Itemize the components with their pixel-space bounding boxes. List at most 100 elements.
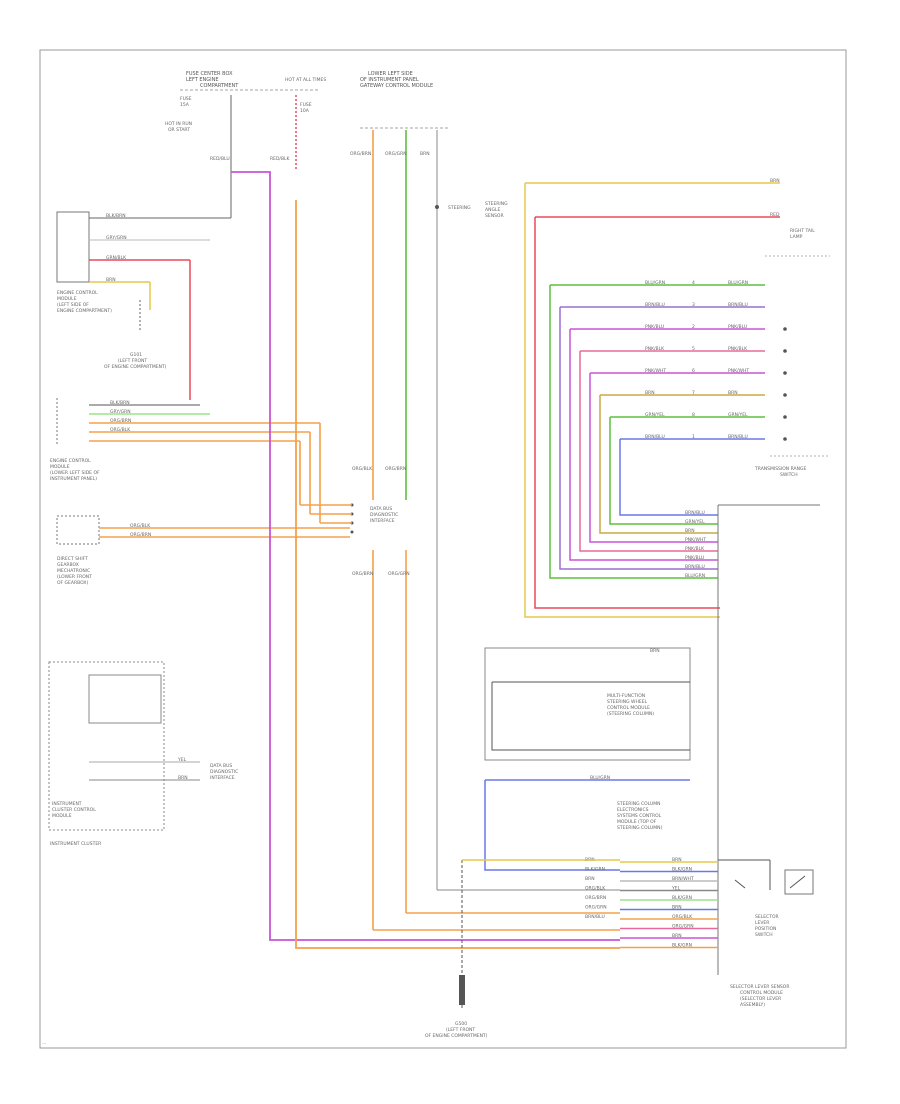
footer-code: ... <box>42 1041 46 1046</box>
fuse-label-2: FUSE <box>300 102 312 108</box>
or-start: OR START <box>168 127 190 133</box>
tail-wire-yellow-v <box>524 183 720 618</box>
trs-wire-label: BRN <box>645 390 655 396</box>
trs-wire-label-r: BLU/GRN <box>728 280 748 286</box>
gateway-title-1: LOWER LEFT SIDE <box>368 71 413 77</box>
sel-conn-label-l: ORG/GRN <box>585 905 607 911</box>
sel-sw-3: POSITION <box>755 926 776 932</box>
selector-sensor-wires: BRNBRNBLK/GRNBLK/GRNBRN/WHTBRNYELORG/BLK… <box>585 857 718 949</box>
db-name-2: DIAGNOSTIC <box>370 512 398 518</box>
db-name-3: INTERFACE <box>370 518 395 524</box>
trs-conn-label: GRN/YEL <box>685 519 705 525</box>
gw-label-1: ORG/BRN <box>350 151 371 157</box>
trs-wire-label-r: PNK/BLK <box>728 346 748 352</box>
ic-lbl-2: BRN <box>178 775 188 781</box>
sel-conn-label: BRN <box>672 933 682 939</box>
gateway-title-2: OF INSTRUMENT PANEL <box>360 77 419 83</box>
g101-2: (LEFT FRONT <box>118 358 147 364</box>
steering-wheel-module: MULTI-FUNCTION STEERING WHEEL CONTROL MO… <box>484 504 820 975</box>
trs-wire-v <box>579 351 718 552</box>
ic-db-1: DATA BUS <box>210 763 232 769</box>
sel-conn-label-l: BRN <box>585 876 595 882</box>
trs-conn-label: BRN/BLU <box>685 564 705 570</box>
sel-sn-2: CONTROL MODULE <box>740 990 783 996</box>
sel-conn-label-l: ORG/BLK <box>585 886 606 892</box>
steering-angle-1: STEERING <box>485 201 508 207</box>
sel-conn-label: BLK/GRN <box>672 943 692 949</box>
bus-orange <box>295 200 620 949</box>
trs-pin: 8 <box>692 412 695 418</box>
gateway-module-top: LOWER LEFT SIDE OF INSTRUMENT PANEL GATE… <box>350 71 508 890</box>
mfsw-outer <box>484 647 691 761</box>
scm-lbl: BLU/GRN <box>590 775 610 781</box>
ic-name-2: CLUSTER CONTROL <box>52 807 96 813</box>
trs-pin: 1 <box>692 434 695 440</box>
gnd-block <box>459 975 465 1005</box>
trs-pin: 4 <box>692 280 695 286</box>
ecm-m-name-2: MODULE <box>50 464 70 470</box>
trs-wire-label-r: PNK/WHT <box>728 368 749 374</box>
fuse-box-top: FUSE CENTER BOX LEFT ENGINE COMPARTMENT … <box>165 71 326 170</box>
mfsw-name-1: MULTI-FUNCTION <box>607 693 645 699</box>
trs-wire-label-r: PNK/BLU <box>728 324 747 330</box>
trs-pin-dot <box>783 415 787 419</box>
trs-wire-label-r: BRN/BLU <box>728 434 748 440</box>
ic-outer <box>48 661 165 831</box>
gw-splice <box>435 205 439 209</box>
trs-pin-dot <box>783 393 787 397</box>
sel-conn-label: BLK/GRN <box>672 895 692 901</box>
ic-db-2: DIAGNOSTIC <box>210 769 238 775</box>
tr-name-1: TRANSMISSION RANGE <box>754 466 806 472</box>
hot-at-all-times: HOT AT ALL TIMES <box>285 77 326 83</box>
sel-conn-label-l: BRN/BLU <box>585 914 605 920</box>
trs-wire-label: PNK/BLU <box>645 324 664 330</box>
dsg-name-1: DIRECT SHIFT <box>57 556 88 562</box>
fuse-box-title-3: COMPARTMENT <box>200 83 239 89</box>
sel-sn-3: (SELECTOR LEVER <box>740 996 781 1002</box>
db-pin-4 <box>350 530 354 534</box>
ecm-u-lbl-1: BLK/BRN <box>106 213 126 219</box>
dsg-box <box>56 515 100 545</box>
trs-pin: 7 <box>692 390 695 396</box>
ecm-m-lbl-4: ORG/BLK <box>110 427 131 433</box>
fuse-label-1: FUSE <box>180 96 192 102</box>
direct-shift-gearbox: ORG/BLK ORG/BRN DIRECT SHIFT GEARBOX MEC… <box>56 515 350 586</box>
sel-sw-4: SWITCH <box>755 932 773 938</box>
tail-lbl-2: RED <box>770 212 780 218</box>
trs-pin: 5 <box>692 346 695 352</box>
sel-conn-label-l: BLK/GRN <box>585 867 605 873</box>
trs-wire-label-r: GRN/YEL <box>728 412 748 418</box>
selector-lever: SELECTOR LEVER POSITION SWITCH SELECTOR … <box>718 859 814 1008</box>
dsg-name-2: GEARBOX <box>57 562 79 568</box>
trs-pin: 2 <box>692 324 695 330</box>
ic-inner <box>88 674 162 724</box>
g101-3: OF ENGINE COMPARTMENT) <box>104 364 167 370</box>
sel-sw-1: SELECTOR <box>755 914 779 920</box>
gateway-title-3: GATEWAY CONTROL MODULE <box>360 83 433 89</box>
instrument-cluster: YEL BRN DATA BUS DIAGNOSTIC INTERFACE IN… <box>48 661 238 847</box>
trs-wire-v <box>549 285 718 579</box>
sel-conn-label: YEL <box>671 886 681 892</box>
ecm-m-lbl-2: GRY/GRN <box>110 409 131 415</box>
dsg-name-4: (LOWER FRONT <box>57 574 92 580</box>
trs-conn-label: PNK/BLU <box>685 555 704 561</box>
ecm-m-name-3: (LOWER LEFT SIDE OF <box>50 470 100 476</box>
ic-name-3: MODULE <box>52 813 72 819</box>
trs-wire-label: BRN/BLU <box>645 434 665 440</box>
trs-wire-label: PNK/BLK <box>645 346 665 352</box>
mfsw-name-3: CONTROL MODULE <box>607 705 650 711</box>
trs-wire-v <box>569 329 718 561</box>
mfsw-name-2: STEERING WHEEL <box>607 699 648 705</box>
dsg-lbl-1: ORG/BLK <box>130 523 151 529</box>
trs-wire-v <box>619 439 718 516</box>
sel-sn-4: ASSEMBLY) <box>740 1002 765 1008</box>
trs-conn-label: BRN <box>685 528 695 534</box>
tail-lbl-1: BRN <box>770 178 780 184</box>
db-top-lbl-2: ORG/BRN <box>385 466 406 472</box>
trs-wire-label: GRN/YEL <box>645 412 665 418</box>
hot-in-run: HOT IN RUN <box>165 121 192 127</box>
sel-switch-2 <box>789 875 806 889</box>
trs-wire-label-r: BRN/BLU <box>728 302 748 308</box>
ecm-mid: BLK/BRN GRY/GRN ORG/BRN ORG/BLK ENGINE C… <box>50 398 320 482</box>
